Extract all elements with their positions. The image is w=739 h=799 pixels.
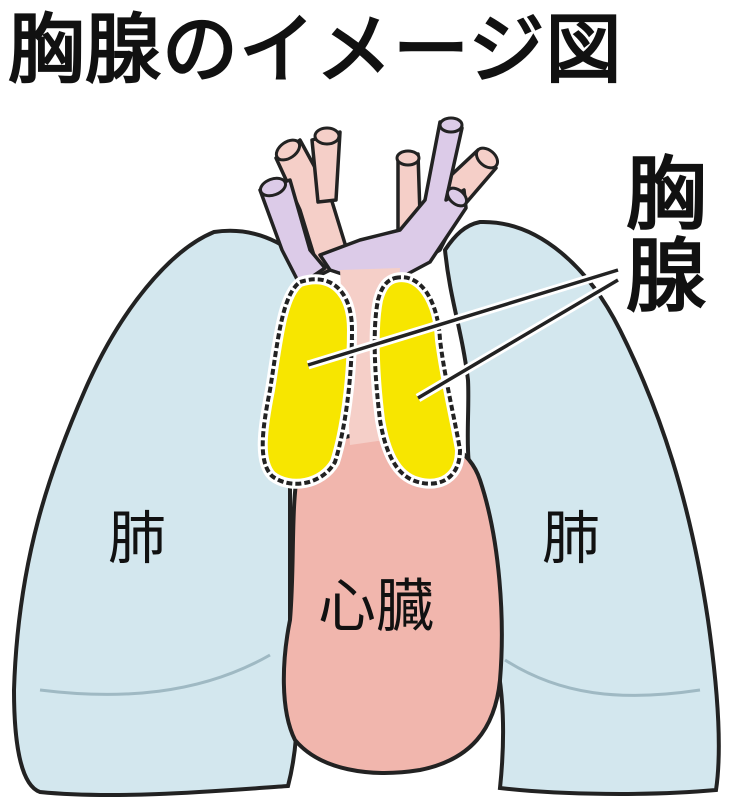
page-title: 胸腺のイメージ図 [8, 5, 623, 94]
right-lung-label: 肺 [542, 504, 600, 572]
heart-label: 心臓 [318, 572, 434, 640]
right-lung-fissure [504, 658, 701, 697]
thymus-label-line1: 胸 [626, 148, 706, 241]
thymus-label-line2: 腺 [626, 230, 707, 323]
left-lung-fissure [39, 653, 271, 696]
left-lung-label: 肺 [108, 504, 166, 572]
vessel-purple-left [258, 178, 327, 287]
right-lung [442, 219, 721, 796]
